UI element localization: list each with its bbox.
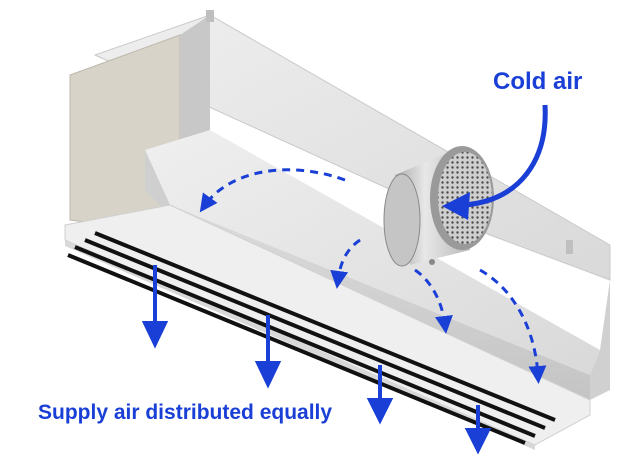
supply-arrows	[141, 265, 492, 455]
dashed-flow-arrows	[199, 168, 547, 384]
down-arrow-icon	[254, 361, 282, 389]
flow-arrow-mid	[330, 238, 361, 289]
slot-grille	[64, 204, 591, 450]
slot	[74, 245, 536, 438]
slot	[67, 253, 526, 445]
down-arrow-icon	[366, 398, 394, 425]
slot	[94, 231, 556, 422]
cold-air-arrow	[442, 104, 548, 220]
arrowhead-icon	[442, 192, 470, 220]
cold-air-label: Cold air	[493, 68, 583, 95]
mounting-tab	[206, 10, 214, 22]
flow-arrow-left	[199, 168, 346, 213]
flow-arrow-far	[479, 268, 547, 384]
supply-air-label: Supply air distributed equally	[38, 401, 333, 424]
screw-icon	[429, 259, 435, 265]
flow-arrow-right	[414, 268, 453, 334]
down-arrow-icon	[464, 428, 492, 455]
slot	[84, 238, 546, 430]
mounting-tab	[566, 240, 573, 254]
down-arrow-icon	[141, 321, 169, 349]
